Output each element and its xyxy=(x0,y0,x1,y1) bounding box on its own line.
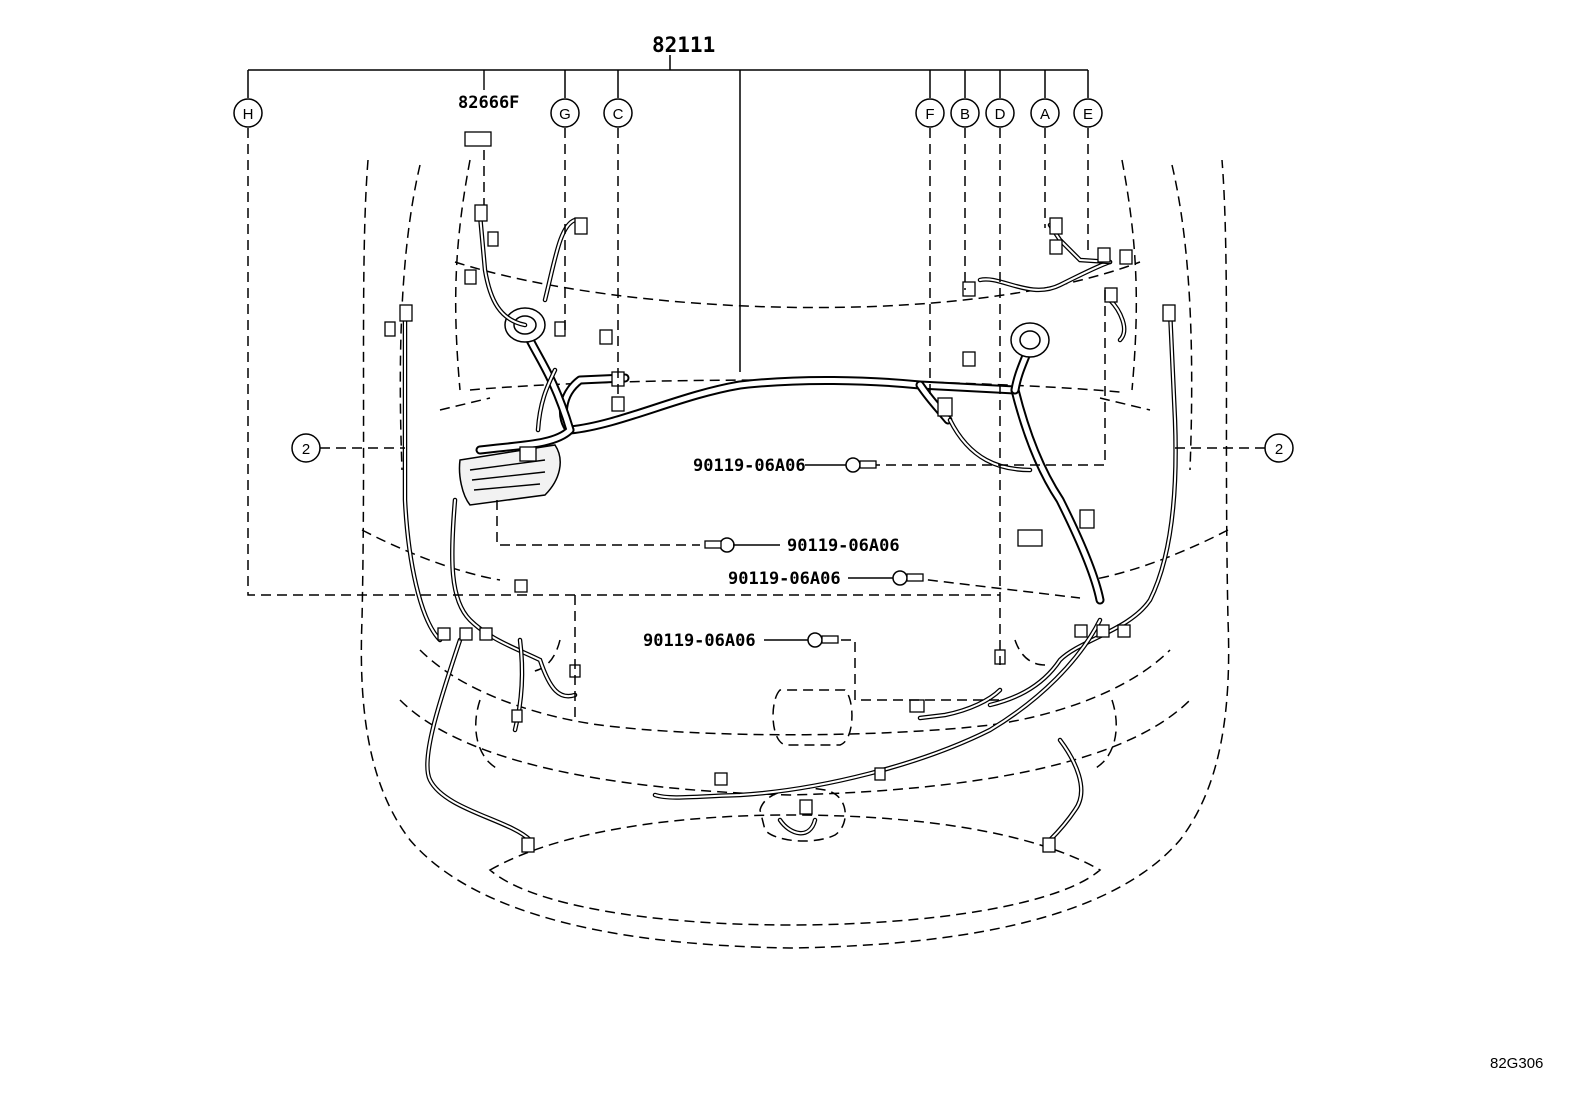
svg-text:B: B xyxy=(960,106,970,123)
connectors xyxy=(384,131,1176,853)
main-part-number: 82111 xyxy=(652,33,715,57)
grommet-part-number: 82666F xyxy=(458,93,519,113)
grommets xyxy=(504,307,1050,358)
side-ref-left: 2 xyxy=(291,433,321,463)
relay-block-left xyxy=(458,444,561,506)
bolt-icon xyxy=(845,457,877,473)
bolts xyxy=(704,457,924,648)
svg-text:2: 2 xyxy=(1275,441,1283,458)
svg-text:G: G xyxy=(559,106,571,123)
side-ref-right: 2 xyxy=(1264,433,1294,463)
callout-c: C xyxy=(603,98,633,128)
callout-a: A xyxy=(1030,98,1060,128)
bolt-part-number: 90119-06A06 xyxy=(728,569,841,589)
bolt-icon xyxy=(892,570,924,586)
bolt-part-number: 90119-06A06 xyxy=(787,536,900,556)
callout-h: H xyxy=(233,98,263,128)
bolt-leaders xyxy=(733,464,893,641)
leader-lines xyxy=(247,128,1265,720)
svg-text:H: H xyxy=(243,106,254,123)
svg-text:F: F xyxy=(925,106,934,123)
bolt-part-number: 90119-06A06 xyxy=(693,456,806,476)
callout-b: B xyxy=(950,98,980,128)
branch-wires xyxy=(402,212,1178,843)
bolt-part-number: 90119-06A06 xyxy=(643,631,756,651)
callout-d: D xyxy=(985,98,1015,128)
svg-text:2: 2 xyxy=(302,441,310,458)
svg-text:C: C xyxy=(613,106,624,123)
figure-id: 82G306 xyxy=(1490,1055,1543,1072)
bolt-icon xyxy=(807,632,839,648)
main-part-bracket xyxy=(247,55,1089,372)
callout-g: G xyxy=(550,98,580,128)
callout-f: F xyxy=(915,98,945,128)
bolt-icon xyxy=(704,537,735,553)
callout-e: E xyxy=(1073,98,1103,128)
svg-text:E: E xyxy=(1083,106,1093,123)
svg-text:D: D xyxy=(995,106,1006,123)
svg-text:A: A xyxy=(1040,106,1050,123)
